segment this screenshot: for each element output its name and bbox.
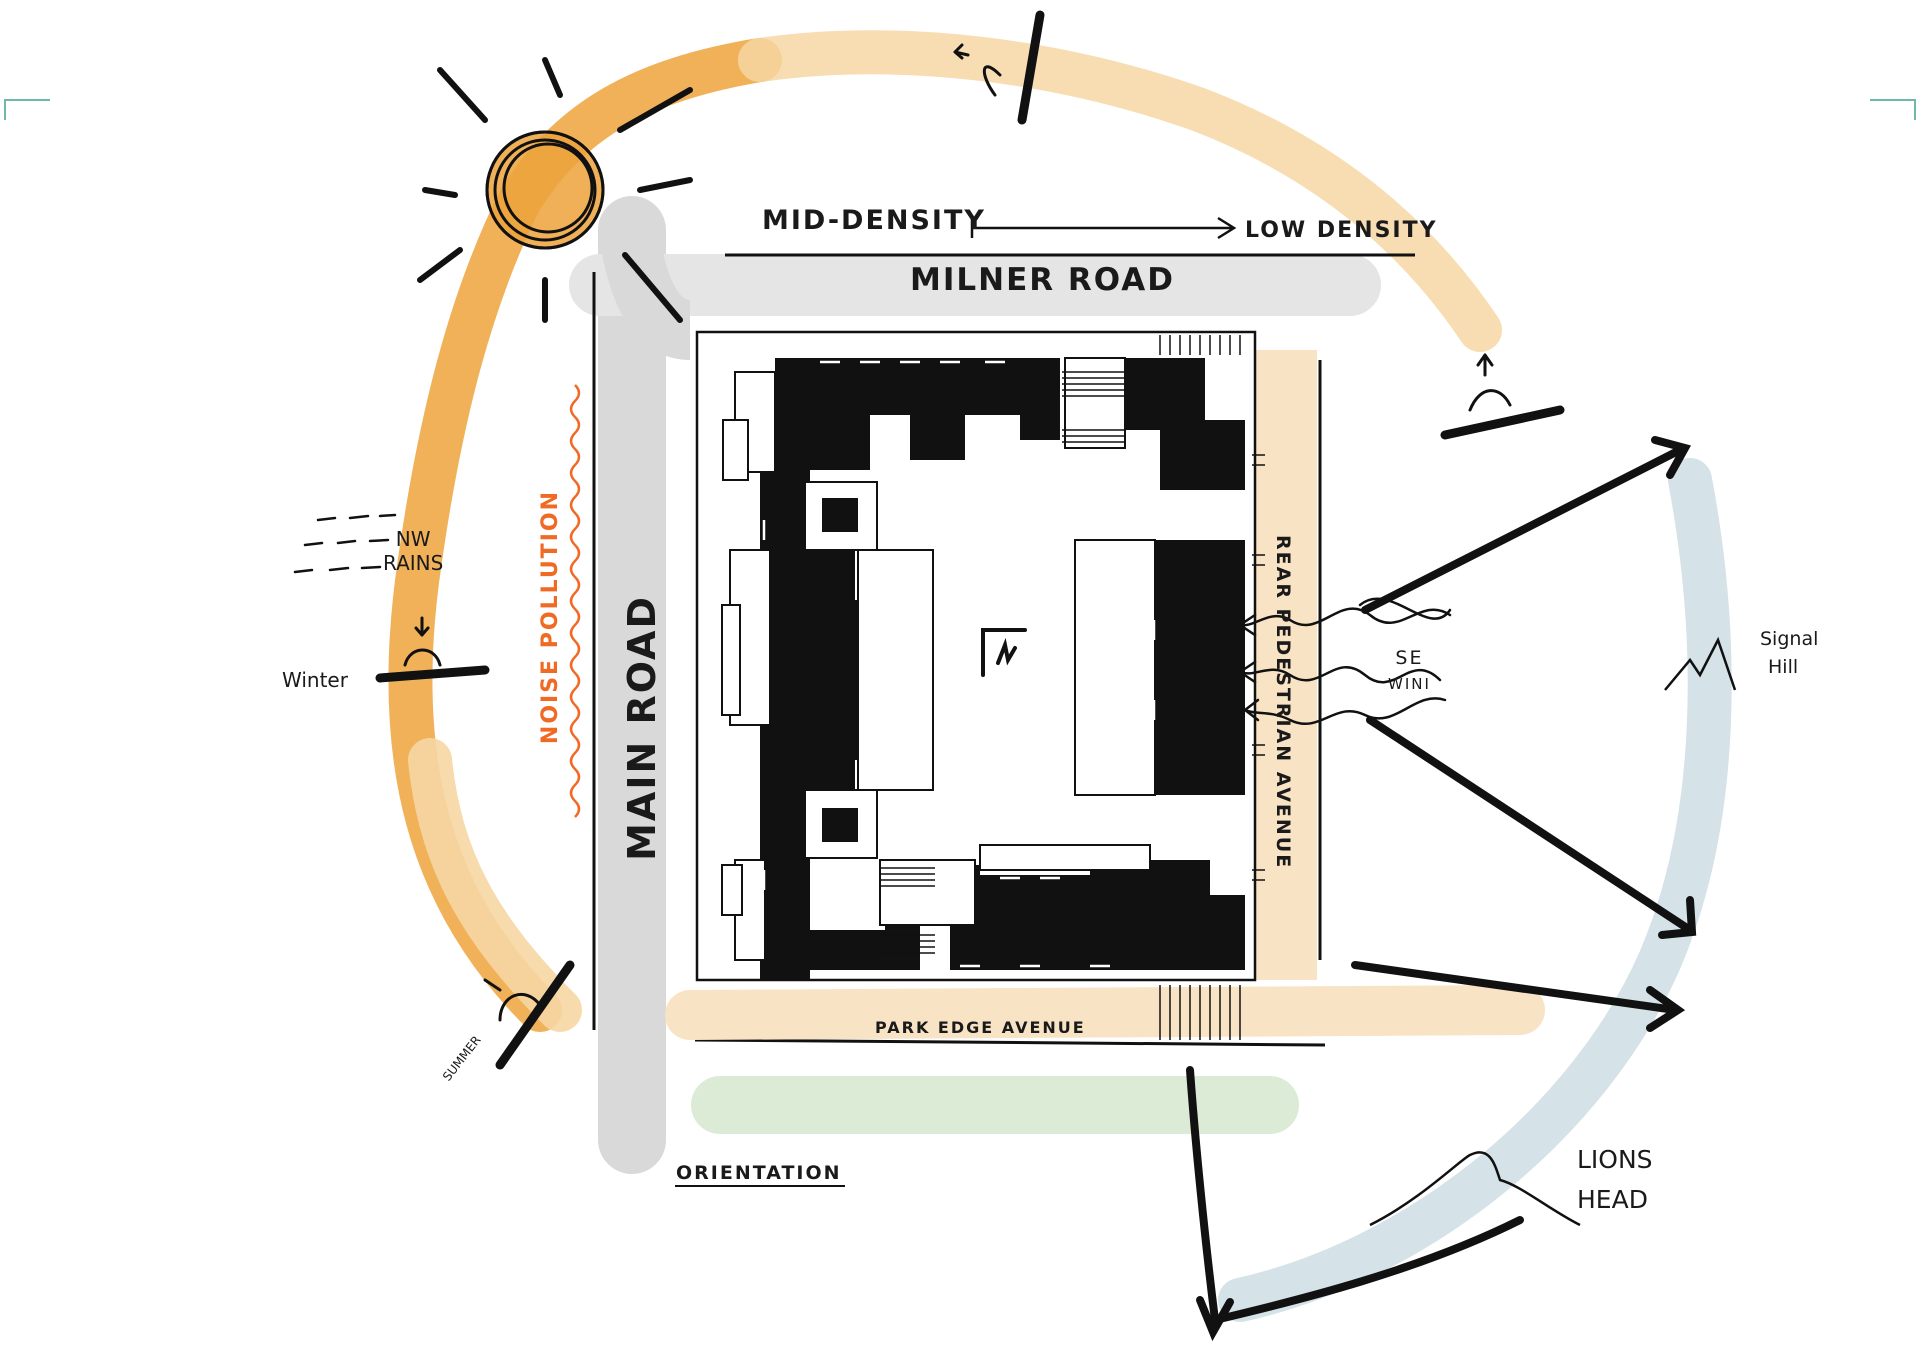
low-density-label: LOW DENSITY: [1245, 218, 1438, 243]
signal-hill-line1: Signal: [1760, 628, 1819, 650]
lions-head-line2: HEAD: [1577, 1185, 1648, 1214]
signal-hill-sketch: [1664, 636, 1737, 691]
orientation-label: ORIENTATION: [676, 1162, 842, 1184]
signal-hill-line2: Hill: [1768, 656, 1799, 678]
crop-marks: [4, 99, 1916, 120]
nw-rains-line1: NW: [395, 527, 431, 551]
lions-head-line1: LIONS: [1577, 1145, 1653, 1174]
se-wind-label: SE WINI: [1388, 645, 1431, 697]
lions-head-sketch: [1369, 1151, 1581, 1227]
lions-head-label: LIONS HEAD: [1577, 1140, 1653, 1220]
park-edge-band: [665, 985, 1545, 1040]
main-road-label: MAIN ROAD: [620, 595, 664, 861]
noise-pollution-label: NOISE POLLUTION: [538, 490, 563, 745]
courtyard-blocks: [804, 357, 1156, 926]
courtyard-stair-blocks: [822, 498, 858, 842]
density-arrow: [970, 216, 1237, 240]
milner-road-label: MILNER ROAD: [910, 262, 1176, 298]
wind-arrows: [1237, 597, 1452, 726]
sun-path: [388, 30, 1502, 1032]
sun-position-marks: [375, 10, 1565, 1070]
nw-rains-line2: RAINS: [383, 551, 444, 575]
nw-rains-label: NW RAINS: [383, 527, 443, 575]
window-dashes: [762, 360, 1156, 968]
noise-pollution-squiggle: [569, 384, 581, 818]
stair-hatching: [880, 335, 1265, 1040]
sun-icon: [417, 57, 693, 323]
signal-hill-label: Signal Hill: [1760, 625, 1818, 681]
winter-label: Winter: [282, 668, 348, 692]
view-arrows: [1186, 436, 1697, 1342]
road-edge-lines: [592, 253, 1415, 1047]
park-edge-avenue-label: PARK EDGE AVENUE: [875, 1018, 1086, 1037]
se-wind-line1: SE: [1395, 647, 1424, 669]
rear-pedestrian-avenue-label: REAR PEDESTRIAN AVENUE: [1272, 535, 1294, 870]
rain-dashes: [293, 513, 397, 574]
se-wind-line2: WINI: [1388, 675, 1431, 693]
mountain-band: [1218, 458, 1732, 1322]
north-arrow-icon: [981, 628, 1027, 677]
mid-density-label: MID-DENSITY: [762, 205, 986, 236]
